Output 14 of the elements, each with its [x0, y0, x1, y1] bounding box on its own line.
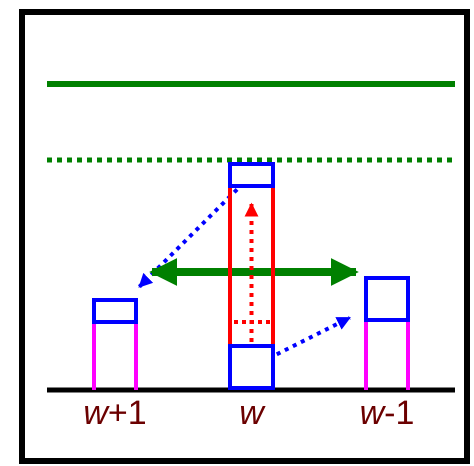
arrow — [138, 188, 238, 288]
block-box — [92, 298, 138, 324]
block-box — [228, 344, 275, 390]
column-bar — [364, 276, 410, 390]
arrow — [149, 258, 359, 286]
block-box — [228, 162, 275, 188]
variable-label: w+1 — [83, 396, 147, 430]
block-box — [364, 276, 410, 322]
variable-label: w-1 — [360, 396, 414, 430]
arrow — [276, 316, 351, 356]
arrow — [244, 202, 258, 342]
column-bar — [92, 298, 138, 390]
variable-label: w — [239, 396, 264, 430]
column-bar — [228, 162, 275, 390]
